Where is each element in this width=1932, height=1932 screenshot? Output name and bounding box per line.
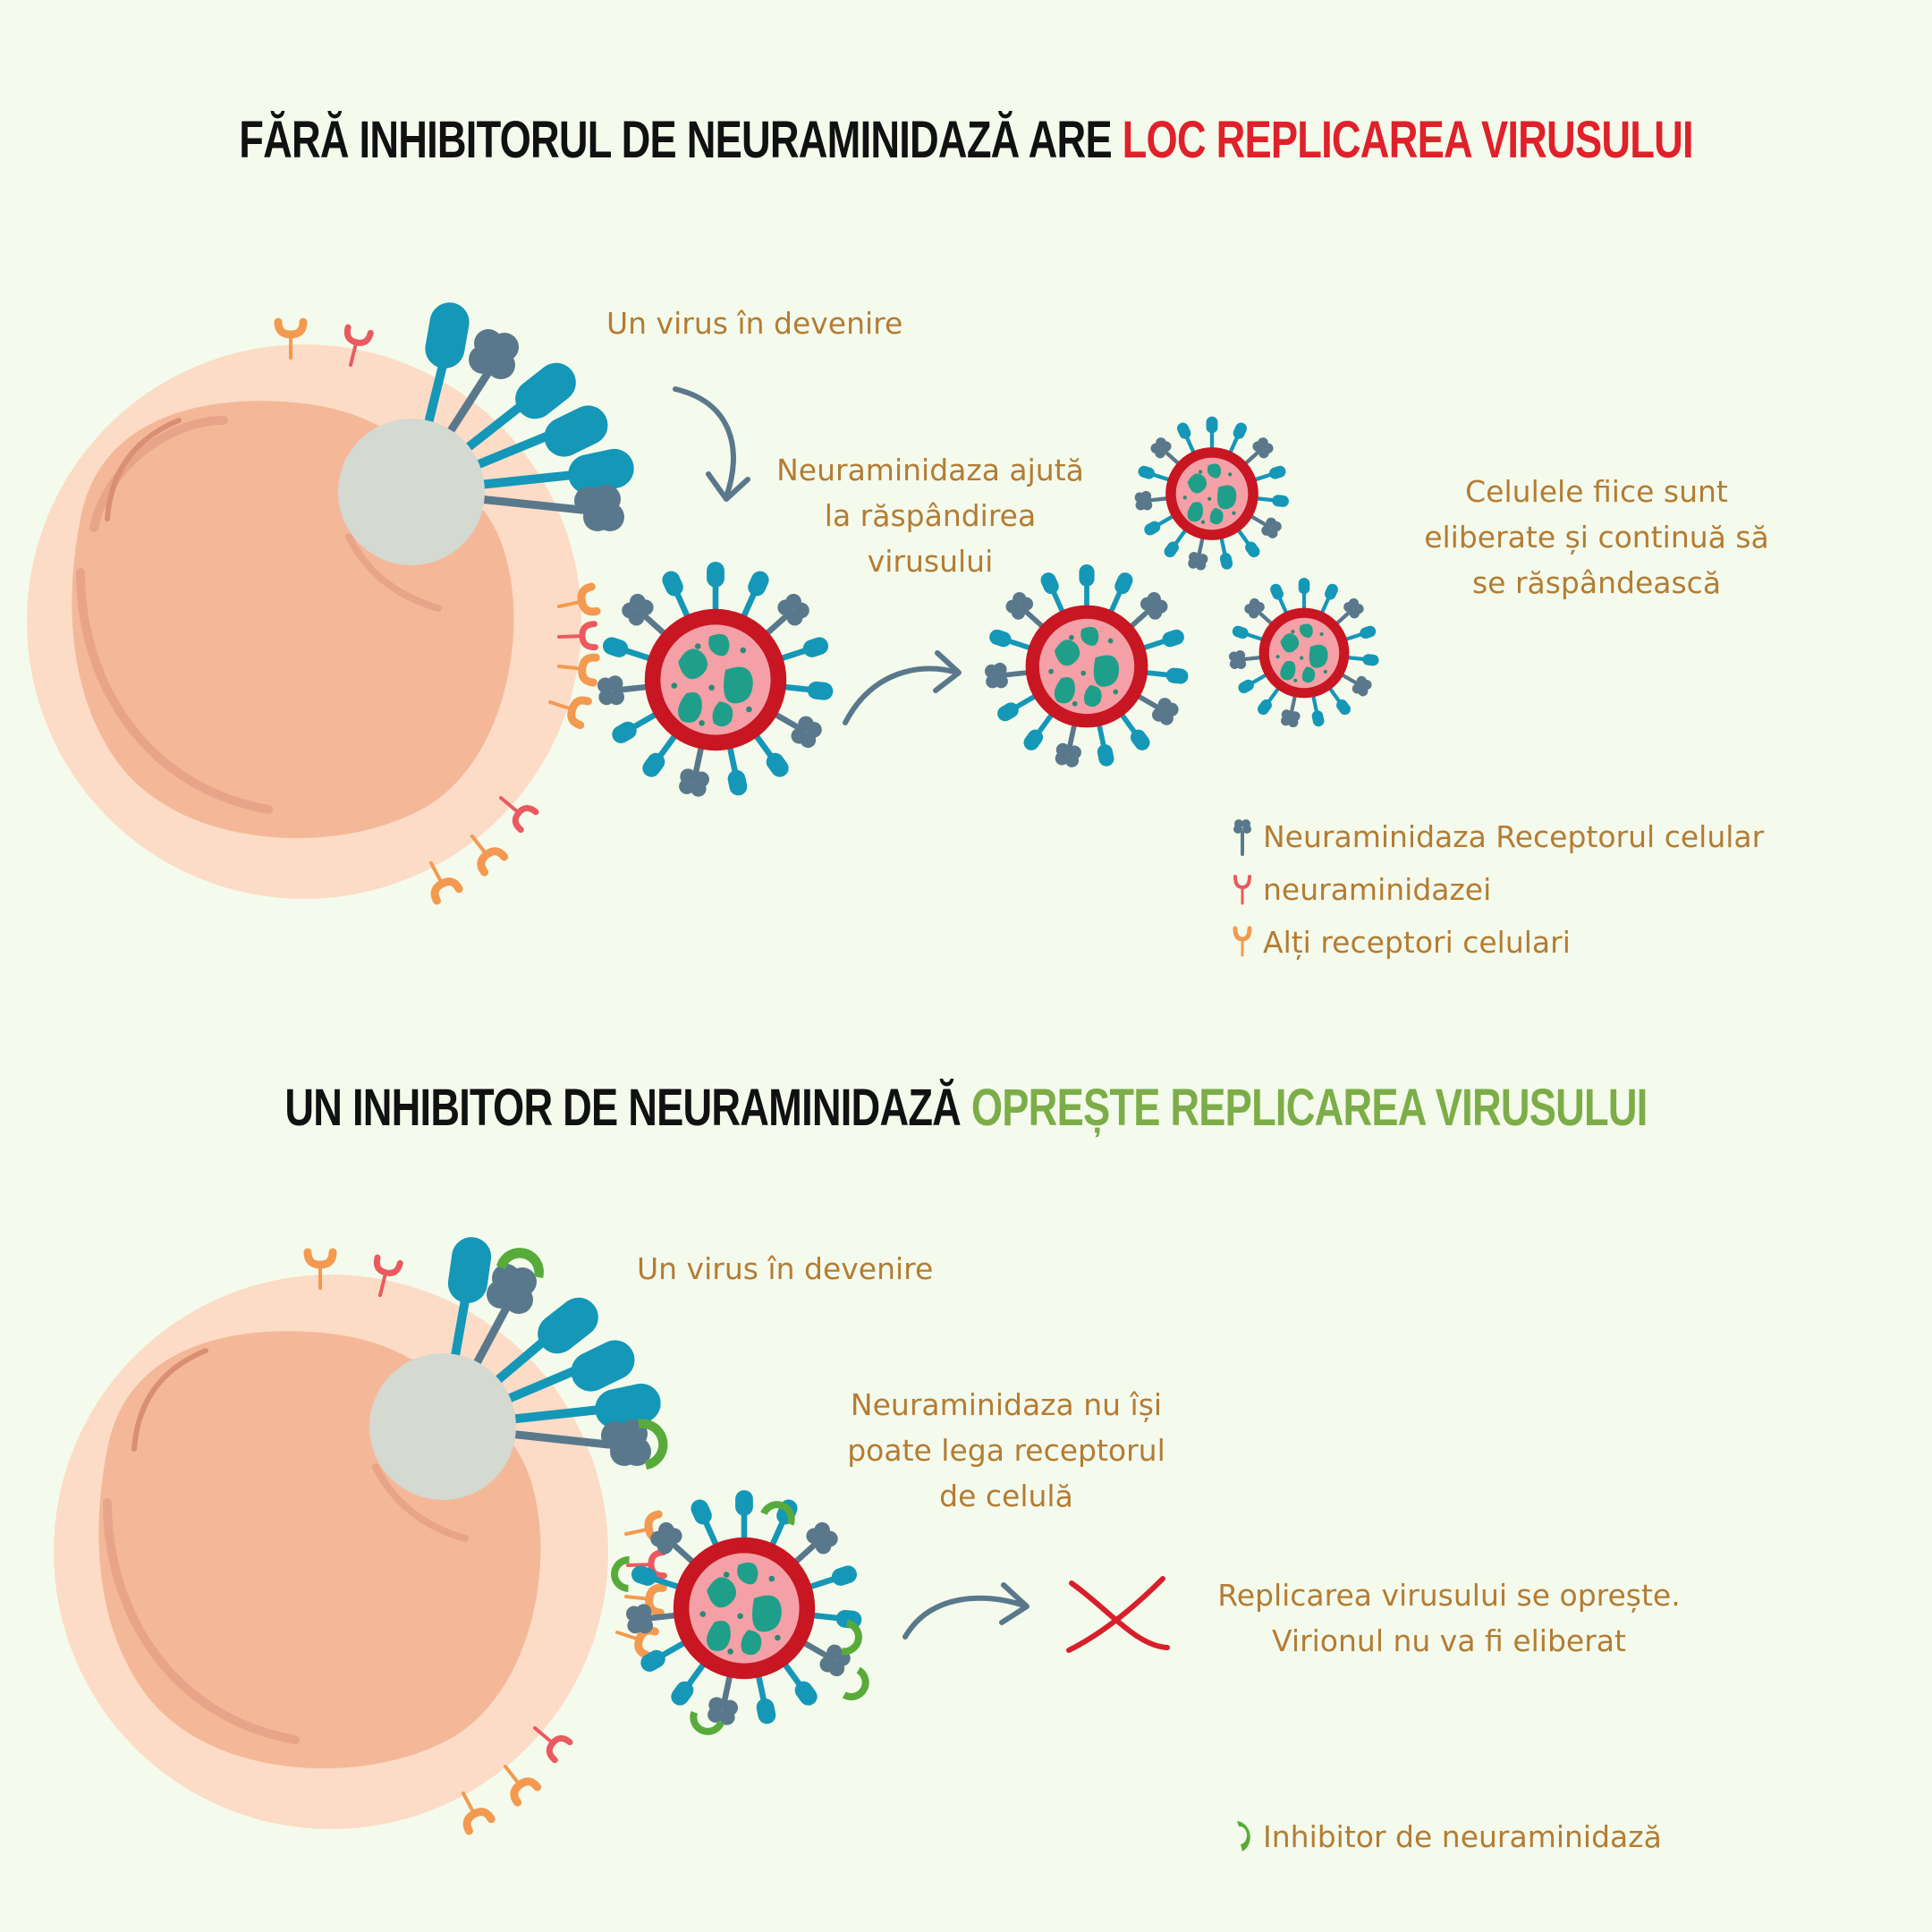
bottom-arrow <box>902 1582 1030 1640</box>
top-arrows <box>673 386 962 725</box>
top-legend: Neuraminidaza Receptorul celular neurami… <box>1263 810 1764 969</box>
top-legend-icons <box>1233 819 1252 957</box>
top-label-neuraminidase-helps: Neuraminidaza ajută la răspândirea virus… <box>776 453 1084 579</box>
legend-na-receptor: neuraminidazei <box>1263 872 1492 907</box>
inhibitor-legend-icon <box>1237 1821 1250 1852</box>
bottom-title-highlight: oprește replicarea virusului <box>970 1079 1648 1137</box>
bottom-title: Un inhibitor de neuraminidază oprește re… <box>284 1079 1648 1137</box>
top-budding-virus <box>338 302 634 565</box>
top-label-daughter-cells: Celulele fiice sunt eliberate și continu… <box>1424 474 1769 600</box>
top-label-budding: Un virus în devenire <box>606 306 903 341</box>
bottom-label-replication-stops: Replicarea virusului se oprește. Virionu… <box>1217 1578 1681 1658</box>
bottom-label-budding: Un virus în devenire <box>637 1251 934 1286</box>
bottom-legend: Inhibitor de neuraminidază <box>1263 1810 1662 1863</box>
legend-inhibitor: Inhibitor de neuraminidază <box>1263 1819 1662 1854</box>
legend-other-receptors: Alți receptori celulari <box>1263 925 1571 960</box>
top-title: Fără inhibitorul de neuraminidază are lo… <box>239 111 1694 169</box>
top-title-highlight: loc replicarea virusului <box>1122 111 1694 169</box>
bottom-budding-virus <box>369 1237 668 1500</box>
legend-neuraminidase: Neuraminidaza Receptorul celular <box>1263 819 1765 854</box>
bottom-label-cannot-bind: Neuraminidaza nu își poate lega receptor… <box>847 1387 1165 1513</box>
cross-icon <box>1066 1576 1170 1653</box>
top-attached-virion <box>597 562 834 799</box>
